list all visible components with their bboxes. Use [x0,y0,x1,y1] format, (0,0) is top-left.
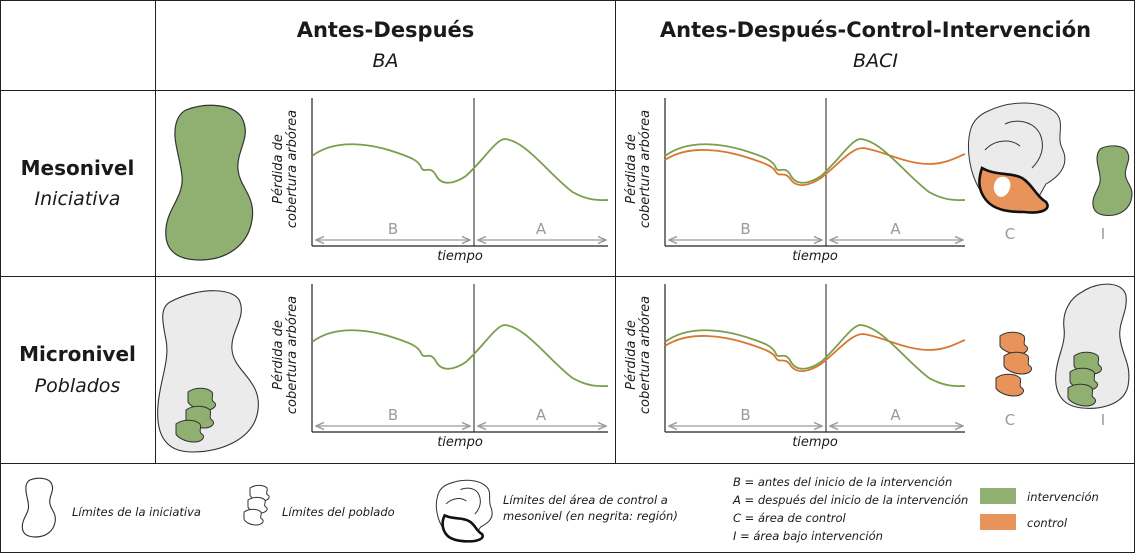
ba-meso-after-label: A [535,220,547,238]
ba-meso-x-label: tiempo [437,249,483,264]
baci-meso-control-series [664,147,966,186]
control-letter-micro: C [1004,411,1016,429]
control-region-meso [967,102,1066,214]
legend-village-bounds: Límites del poblado [282,505,395,519]
legend-definition-i: I = área bajo intervención [733,529,883,543]
baci-meso-intervention-series [664,138,966,202]
legend-control-area-line2: mesonivel (en negrita: región) [503,509,678,523]
baci-micro-before-label: B [740,406,751,424]
control-villages [995,331,1033,397]
baci-column-subtitle: BACI [853,50,898,72]
legend-definition-a: A = después del inicio de la intervenció… [733,493,969,507]
ba-meso-y-label-line2: cobertura arbórea [285,109,300,229]
control-area-bounds-icon [435,479,493,543]
ba-micro-y-label-line1: Pérdida de [271,320,286,390]
ba-micro-before-label: B [387,406,399,424]
ba-micro-intervention-series [311,324,609,388]
baci-micro-after-label: A [890,406,901,424]
row-name-iniciativa: Iniciativa [34,188,121,210]
control-letter-meso: C [1004,225,1016,243]
baci-meso-x-label: tiempo [792,249,838,264]
baci-micro-y-label-line1: Pérdida de [624,320,639,390]
baci-micro-y-label-line2: cobertura arbórea [638,295,653,415]
baci-column-title: Antes-Después-Control-Intervención [659,18,1092,42]
legend-control-area-line1: Límites del área de control a [503,493,668,507]
row-level-micro: Micronivel [19,342,136,366]
row-name-poblados: Poblados [34,375,121,397]
baci-meso-y-label-line1: Pérdida de [624,134,639,204]
intervention-area-meso [1092,145,1133,217]
legend-intervention: intervención [1027,490,1099,504]
ba-meso-before-label: B [387,220,399,238]
intervention-letter-meso: I [1100,225,1106,243]
baci-meso-y-label-line2: cobertura arbórea [638,109,653,229]
legend-definition-b: B = antes del inicio de la intervención [733,475,953,489]
village-bounds-icon [243,484,270,526]
control-swatch [980,514,1016,530]
baci-micro-control-series [664,333,966,372]
baci-meso-after-label: A [890,220,901,238]
baci-micro-x-label: tiempo [792,435,838,450]
baci-meso-before-label: B [740,220,751,238]
ba-meso-y-label-line1: Pérdida de [271,134,286,204]
ba-micro-after-label: A [535,406,547,424]
ba-column-subtitle: BA [372,50,399,72]
intervention-swatch [980,488,1016,504]
intervention-villages [1055,283,1130,409]
initiative-shape-ba [165,104,254,261]
legend-definition-c: C = área de control [733,511,846,525]
legend-initiative-bounds: Límites de la iniciativa [72,505,201,519]
villages-in-initiative-ba [157,290,259,453]
ba-meso-intervention-series [311,138,609,202]
ba-micro-x-label: tiempo [437,435,483,450]
baci-micro-intervention-series [664,324,966,388]
legend-control: control [1027,516,1068,530]
initiative-bounds-icon [21,477,56,538]
ba-column-title: Antes-Después [296,18,475,42]
intervention-letter-micro: I [1100,411,1106,429]
row-level-meso: Mesonivel [20,156,135,180]
ba-micro-y-label-line2: cobertura arbórea [285,295,300,415]
